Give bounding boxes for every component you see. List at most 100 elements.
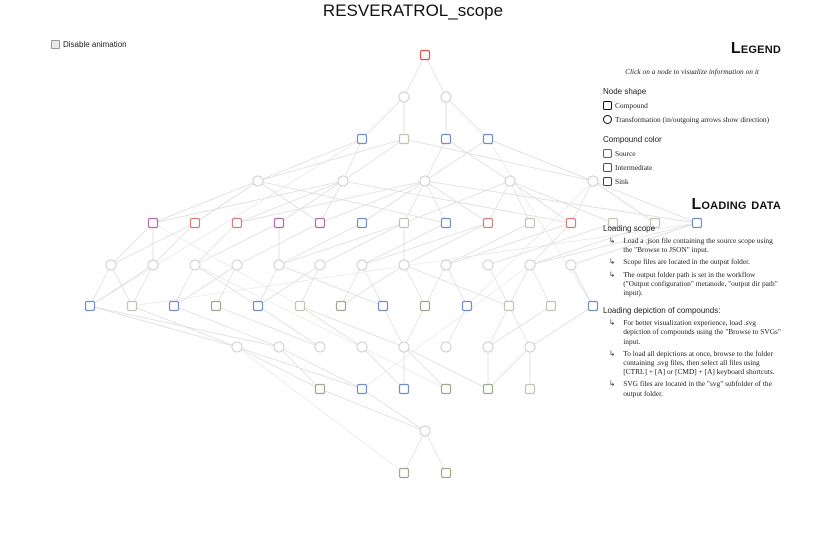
legend-sink: Sink bbox=[603, 177, 781, 186]
transformation-node[interactable] bbox=[273, 341, 285, 353]
transformation-node[interactable] bbox=[587, 175, 599, 187]
transformation-node[interactable] bbox=[252, 175, 264, 187]
loading-scope-title: Loading scope bbox=[603, 224, 656, 233]
graph-edge bbox=[319, 180, 426, 224]
compound-node[interactable] bbox=[356, 383, 368, 395]
transformation-node[interactable] bbox=[440, 259, 452, 271]
compound-node[interactable] bbox=[419, 300, 431, 312]
graph-edge bbox=[403, 305, 426, 348]
transformation-node[interactable] bbox=[565, 259, 577, 271]
graph-edge bbox=[487, 138, 594, 182]
compound-node[interactable] bbox=[503, 300, 515, 312]
transformation-node[interactable] bbox=[356, 259, 368, 271]
transformation-node[interactable] bbox=[398, 259, 410, 271]
compound-color-title: Compound color bbox=[603, 135, 662, 144]
compound-node[interactable] bbox=[398, 133, 410, 145]
compound-node[interactable] bbox=[356, 133, 368, 145]
transformation-node[interactable] bbox=[524, 341, 536, 353]
graph-edge bbox=[424, 180, 698, 224]
graph-edge bbox=[424, 264, 447, 307]
compound-node[interactable] bbox=[273, 217, 285, 229]
compound-node[interactable] bbox=[440, 217, 452, 229]
source-label: Source bbox=[615, 149, 636, 158]
compound-node[interactable] bbox=[314, 383, 326, 395]
transformation-node[interactable] bbox=[314, 341, 326, 353]
compound-node[interactable] bbox=[335, 300, 347, 312]
compound-node[interactable] bbox=[398, 383, 410, 395]
transformation-node[interactable] bbox=[398, 91, 410, 103]
graph-edge bbox=[382, 305, 405, 348]
transformation-node[interactable] bbox=[482, 259, 494, 271]
compound-node[interactable] bbox=[461, 300, 473, 312]
graph-edge bbox=[403, 264, 510, 307]
transformation-node[interactable] bbox=[504, 175, 516, 187]
compound-node[interactable] bbox=[168, 300, 180, 312]
disable-animation-toggle[interactable]: Disable animation bbox=[51, 40, 127, 49]
list-item: ↳Load a .json file containing the source… bbox=[609, 236, 773, 255]
compound-node[interactable] bbox=[607, 217, 619, 229]
compound-node[interactable] bbox=[524, 217, 536, 229]
graph-edge bbox=[342, 138, 363, 182]
compound-node[interactable] bbox=[189, 217, 201, 229]
graph-edge bbox=[236, 180, 426, 224]
compound-node[interactable] bbox=[649, 217, 661, 229]
graph-edge bbox=[131, 264, 154, 307]
compound-node[interactable] bbox=[440, 133, 452, 145]
transformation-node[interactable] bbox=[105, 259, 117, 271]
transformation-node[interactable] bbox=[356, 341, 368, 353]
compound-node[interactable] bbox=[147, 217, 159, 229]
compound-node[interactable] bbox=[524, 383, 536, 395]
compound-node[interactable] bbox=[231, 217, 243, 229]
transformation-node[interactable] bbox=[524, 259, 536, 271]
transformation-node[interactable] bbox=[231, 259, 243, 271]
transformation-node[interactable] bbox=[482, 341, 494, 353]
graph-edge bbox=[278, 222, 363, 266]
compound-node[interactable] bbox=[440, 383, 452, 395]
compound-node[interactable] bbox=[545, 300, 557, 312]
compound-node[interactable] bbox=[691, 217, 703, 229]
graph-edge bbox=[319, 388, 426, 432]
graph-edge bbox=[424, 138, 489, 182]
graph-edge bbox=[445, 222, 531, 266]
compound-square-icon bbox=[603, 101, 612, 110]
compound-node[interactable] bbox=[440, 467, 452, 479]
transformation-node[interactable] bbox=[314, 259, 326, 271]
transformation-node[interactable] bbox=[398, 341, 410, 353]
compound-node[interactable] bbox=[210, 300, 222, 312]
compound-node[interactable] bbox=[482, 217, 494, 229]
compound-node[interactable] bbox=[398, 467, 410, 479]
transformation-node[interactable] bbox=[440, 341, 452, 353]
compound-node[interactable] bbox=[294, 300, 306, 312]
graph-edge bbox=[215, 305, 321, 348]
compound-node[interactable] bbox=[587, 300, 599, 312]
compound-node[interactable] bbox=[482, 383, 494, 395]
transformation-node[interactable] bbox=[440, 91, 452, 103]
compound-node[interactable] bbox=[398, 217, 410, 229]
graph-edge bbox=[257, 180, 321, 224]
compound-node[interactable] bbox=[377, 300, 389, 312]
legend-transformation: Transformation (in/outgoing arrows show … bbox=[603, 115, 781, 124]
compound-node[interactable] bbox=[565, 217, 577, 229]
graph-edge bbox=[236, 180, 344, 224]
graph-edge bbox=[487, 138, 594, 307]
transformation-node[interactable] bbox=[231, 341, 243, 353]
transformation-node[interactable] bbox=[147, 259, 159, 271]
disable-animation-checkbox[interactable] bbox=[51, 40, 60, 49]
graph-edge bbox=[278, 180, 344, 224]
compound-node[interactable] bbox=[84, 300, 96, 312]
compound-node[interactable] bbox=[419, 49, 431, 61]
compound-node[interactable] bbox=[314, 217, 326, 229]
transformation-node[interactable] bbox=[419, 175, 431, 187]
transformation-node[interactable] bbox=[273, 259, 285, 271]
compound-node[interactable] bbox=[356, 217, 368, 229]
transformation-node[interactable] bbox=[419, 425, 431, 437]
compound-node[interactable] bbox=[126, 300, 138, 312]
graph-edge bbox=[403, 264, 426, 307]
intermediate-label: Intermediate bbox=[615, 163, 653, 172]
transformation-node[interactable] bbox=[337, 175, 349, 187]
transformation-node[interactable] bbox=[189, 259, 201, 271]
compound-node[interactable] bbox=[252, 300, 264, 312]
compound-node[interactable] bbox=[482, 133, 494, 145]
legend-title: Legend bbox=[730, 40, 781, 57]
